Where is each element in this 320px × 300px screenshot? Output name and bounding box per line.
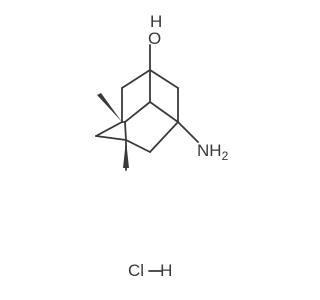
hcl-cl: Cl <box>128 261 145 280</box>
hcl-h: H <box>160 261 173 280</box>
bond-c4-c6 <box>149 101 179 123</box>
amino-nh: NH <box>197 141 222 160</box>
bond-c9-c10 <box>125 139 151 153</box>
bond-c10-c6 <box>149 121 179 153</box>
wedge-methyl-upper <box>97 93 122 122</box>
bond-c6-n <box>177 121 199 143</box>
hydrochloride-label: Cl H <box>128 262 172 279</box>
bond-c4-c7 <box>124 101 151 123</box>
structure-canvas: H O NH2 Cl H <box>95 13 229 279</box>
amino-label: NH2 <box>197 141 229 163</box>
bond-c8-c9 <box>95 135 127 141</box>
hydroxyl-o: O <box>148 29 162 48</box>
bond-c1-c3 <box>149 69 179 89</box>
hydroxyl-label: H O <box>140 13 162 48</box>
bond-c7-c9 <box>124 121 127 141</box>
amino-subscript: 2 <box>221 149 229 163</box>
wedge-methyl-lower <box>123 140 129 168</box>
hydroxyl-h: H <box>150 12 163 31</box>
skeletal-structure <box>95 44 199 272</box>
bond-c5-c8 <box>95 121 123 137</box>
bond-c1-c2 <box>121 69 151 89</box>
